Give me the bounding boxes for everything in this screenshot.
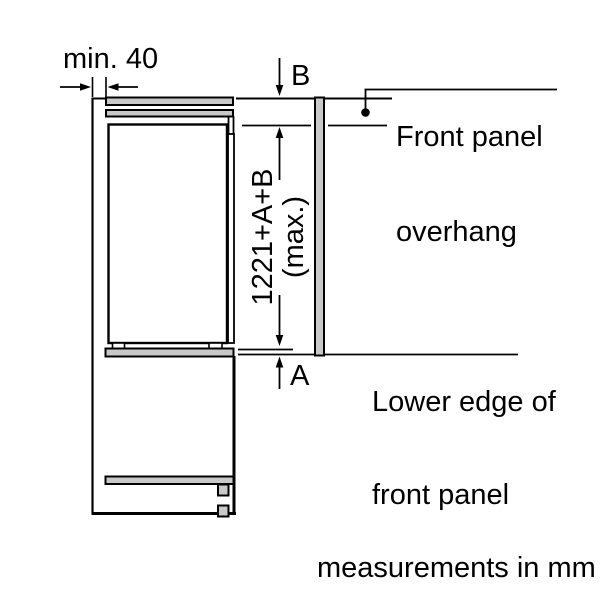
overhang-label-line1: Front panel bbox=[396, 121, 543, 153]
min-clearance-arrow-left bbox=[60, 83, 91, 91]
overhang-leader-line bbox=[364, 88, 557, 110]
dim-a-arrow bbox=[275, 356, 284, 389]
dim-a-label: A bbox=[290, 360, 310, 392]
panel-length-label: 1221+A+B (max.) bbox=[247, 137, 312, 337]
overhang-label-line2: overhang bbox=[396, 215, 517, 248]
plinth-panel bbox=[104, 475, 235, 485]
lower-edge-label-line1: Lower edge of bbox=[372, 386, 556, 418]
lower-edge-label-line2: front panel bbox=[372, 479, 510, 511]
appliance-door-edge bbox=[227, 133, 235, 344]
min-clearance-arrow-right bbox=[107, 83, 138, 91]
appliance-body bbox=[107, 123, 229, 345]
lower-edge-label: Lower edge of front panel bbox=[372, 325, 556, 573]
cabinet-top-panel bbox=[105, 96, 234, 106]
min-clearance-label: min. 40 bbox=[63, 43, 159, 75]
dim-b-label: B bbox=[291, 60, 311, 92]
units-note-label: measurements in mm bbox=[317, 552, 596, 584]
cabinet-top-rail bbox=[105, 109, 234, 118]
overhang-label: Front panel overhang bbox=[396, 59, 543, 311]
overhang-leader-dot bbox=[361, 108, 370, 117]
hinge-block-upper bbox=[217, 483, 230, 497]
panel-length-arrow-bottom bbox=[275, 295, 284, 346]
front-panel-bar bbox=[314, 96, 325, 357]
panel-length-qualifier: (max.) bbox=[278, 195, 310, 279]
hinge-block-lower bbox=[217, 504, 230, 518]
panel-length-arrow-top bbox=[275, 127, 284, 180]
dim-b-arrow bbox=[275, 58, 284, 96]
panel-length-value: 1221+A+B bbox=[247, 168, 279, 306]
appliance-base-panel bbox=[104, 347, 235, 358]
